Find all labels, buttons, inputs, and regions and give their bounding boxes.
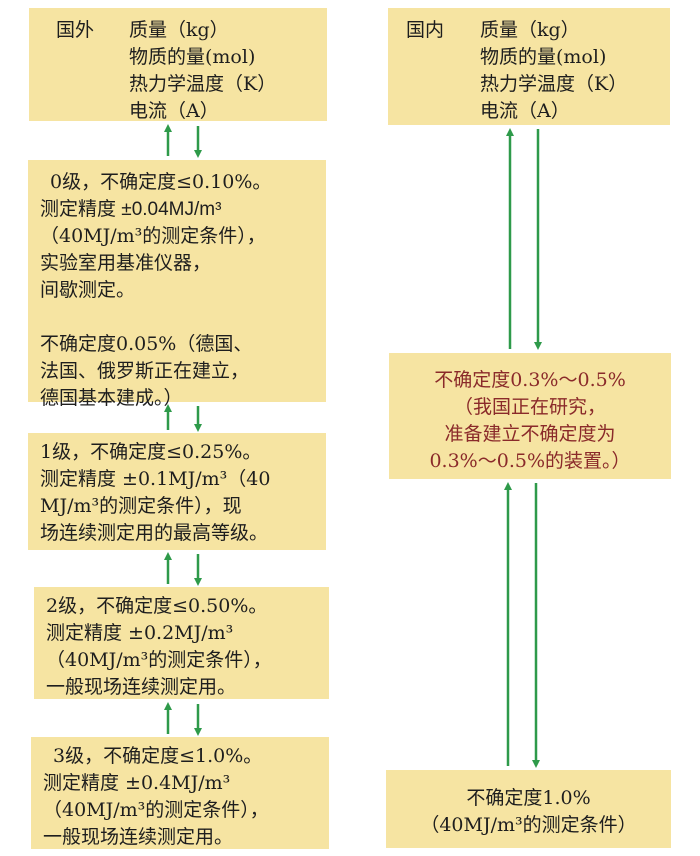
- level-0-line: 法国、俄罗斯正在建立，: [40, 360, 250, 382]
- level-3-line: （40MJ/m³的测定条件），: [43, 799, 269, 821]
- level-1-line: 1级，不确定度≤0.25%。: [40, 441, 262, 463]
- level-3-line: 一般现场连续测定用。: [43, 826, 234, 848]
- foreign-label: 国外: [56, 19, 95, 41]
- foreign-quantity-mass: 质量（kg）: [129, 19, 229, 41]
- level-0-line: 实验室用基准仪器，: [40, 252, 212, 274]
- domestic-quantity-mass: 质量（kg）: [480, 19, 580, 41]
- domestic-quantity-temperature: 热力学温度（K）: [480, 73, 628, 95]
- domestic-quantity-amount: 物质的量(mol): [480, 46, 607, 68]
- domestic-current-line: 不确定度1.0%: [466, 787, 591, 809]
- level-0-line: [40, 304, 326, 331]
- domestic-research-line: （我国正在研究，: [453, 396, 606, 418]
- level-2-line: （40MJ/m³的测定条件），: [46, 649, 272, 671]
- level-0-box: 0级，不确定度≤0.10%。 测定精度 ±0.04MJ/m³ （40MJ/m³的…: [28, 160, 326, 409]
- domestic-current-line: （40MJ/m³的测定条件）: [420, 814, 637, 836]
- domestic-research-line: 0.3%～0.5%的装置。）: [429, 450, 631, 472]
- domestic-base-units-box: 国内 质量（kg） 物质的量(mol) 热力学温度（K） 电流（A）: [388, 8, 670, 125]
- foreign-quantity-current: 电流（A）: [129, 100, 219, 122]
- level-2-line: 一般现场连续测定用。: [46, 676, 237, 698]
- foreign-quantity-amount: 物质的量(mol): [129, 46, 256, 68]
- domestic-label: 国内: [406, 19, 445, 41]
- level-0-line: 不确定度0.05%（德国、: [40, 333, 253, 355]
- level-0-line: （40MJ/m³的测定条件），: [40, 225, 266, 247]
- domestic-research-box: 不确定度0.3%～0.5% （我国正在研究， 准备建立不确定度为 0.3%～0.…: [389, 353, 671, 479]
- level-3-line: 测定精度 ±0.4MJ/m³: [43, 772, 231, 794]
- level-0-line: 间歇测定。: [40, 279, 136, 301]
- foreign-quantity-temperature: 热力学温度（K）: [129, 73, 277, 95]
- foreign-base-units-box: 国外 质量（kg） 物质的量(mol) 热力学温度（K） 电流（A）: [29, 8, 327, 122]
- level-3-line: 3级，不确定度≤1.0%。: [53, 745, 263, 767]
- domestic-quantity-current: 电流（A）: [480, 100, 570, 122]
- level-3-box: 3级，不确定度≤1.0%。 测定精度 ±0.4MJ/m³ （40MJ/m³的测定…: [31, 737, 329, 849]
- level-2-line: 测定精度 ±0.2MJ/m³: [46, 622, 234, 644]
- domestic-research-line: 不确定度0.3%～0.5%: [434, 369, 626, 391]
- level-2-box: 2级，不确定度≤0.50%。 测定精度 ±0.2MJ/m³ （40MJ/m³的测…: [34, 587, 329, 699]
- level-1-line: 测定精度 ±0.1MJ/m³（40: [40, 468, 271, 490]
- level-1-box: 1级，不确定度≤0.25%。 测定精度 ±0.1MJ/m³（40 MJ/m³的测…: [28, 433, 326, 550]
- level-0-line: 0级，不确定度≤0.10%。: [50, 171, 272, 193]
- level-0-line: 德国基本建成。）: [40, 387, 183, 409]
- level-1-line: 场连续测定用的最高等级。: [40, 522, 269, 544]
- level-0-line: 测定精度 ±0.04MJ/m³: [40, 199, 222, 220]
- domestic-current-box: 不确定度1.0% （40MJ/m³的测定条件）: [386, 770, 671, 848]
- level-1-line: MJ/m³的测定条件），现: [40, 495, 242, 517]
- domestic-research-line: 准备建立不确定度为: [444, 423, 616, 445]
- level-2-line: 2级，不确定度≤0.50%。: [46, 595, 268, 617]
